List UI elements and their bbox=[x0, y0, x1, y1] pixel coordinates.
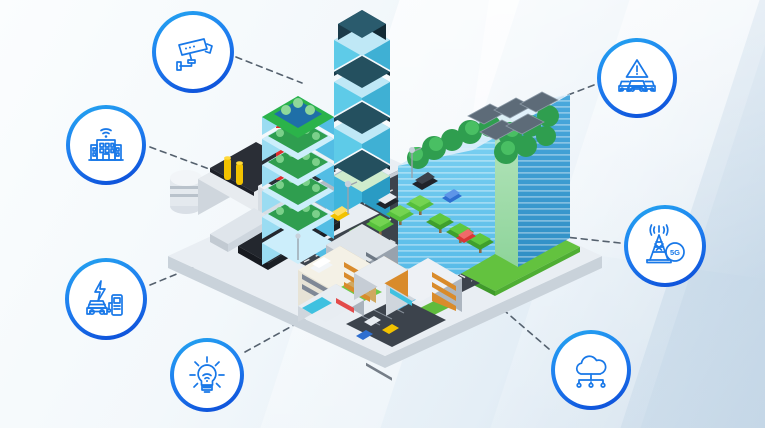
traffic-warning-cars-icon bbox=[614, 55, 660, 101]
node-cctv-surveillance[interactable] bbox=[152, 11, 234, 93]
storefront-awnings bbox=[298, 284, 364, 322]
badge-5g-label: 5G bbox=[670, 248, 680, 257]
rooftop-solar-panels bbox=[467, 91, 559, 141]
connector-cctv bbox=[235, 56, 303, 84]
node-disc bbox=[628, 209, 702, 283]
node-disc bbox=[174, 342, 240, 408]
connector-network-5g bbox=[555, 235, 621, 244]
vehicles bbox=[310, 172, 476, 340]
node-smart-lighting[interactable] bbox=[170, 338, 244, 412]
factory-yellow-tanks bbox=[224, 156, 243, 185]
node-ev-charging[interactable] bbox=[65, 258, 147, 340]
node-smart-building[interactable] bbox=[66, 105, 146, 185]
isometric-city-illustration bbox=[150, 0, 620, 400]
connector-cloud-network bbox=[505, 311, 550, 350]
node-disc bbox=[601, 42, 673, 114]
vehicle-parked-2 bbox=[382, 324, 399, 334]
node-disc bbox=[555, 334, 627, 406]
vehicle-parked-1 bbox=[364, 316, 381, 326]
cell-tower-5g-icon: 5G bbox=[641, 222, 689, 270]
midrise-commercial-district bbox=[298, 224, 462, 381]
cloud-network-icon bbox=[568, 347, 614, 393]
vehicle-sedan-blue bbox=[442, 189, 462, 203]
street-light-poles bbox=[295, 147, 422, 260]
vehicle-sedan-red bbox=[456, 229, 476, 243]
ev-charging-car-icon bbox=[82, 275, 130, 323]
node-cloud-network[interactable] bbox=[551, 330, 631, 410]
small-orange-block bbox=[354, 256, 408, 300]
vehicle-van-white bbox=[310, 257, 333, 273]
node-disc bbox=[69, 262, 143, 336]
factory-silos bbox=[170, 170, 202, 214]
connector-traffic-alert bbox=[533, 84, 595, 109]
segmented-cyan-tower bbox=[334, 10, 390, 218]
tower-cap bbox=[338, 10, 386, 40]
main-glass-tower bbox=[398, 91, 570, 310]
vehicle-police bbox=[376, 193, 399, 209]
roof-garden bbox=[407, 91, 559, 169]
node-traffic-alert[interactable] bbox=[597, 38, 677, 118]
vehicle-taxi bbox=[330, 206, 350, 221]
vehicle-suv-dark bbox=[412, 172, 438, 190]
cctv-camera-icon bbox=[170, 29, 216, 75]
vehicle-parked-3 bbox=[356, 330, 373, 340]
node-network-5g[interactable]: 5G bbox=[624, 205, 706, 287]
smart-building-wifi-icon bbox=[83, 122, 129, 168]
smart-bulb-wifi-icon bbox=[185, 353, 229, 397]
